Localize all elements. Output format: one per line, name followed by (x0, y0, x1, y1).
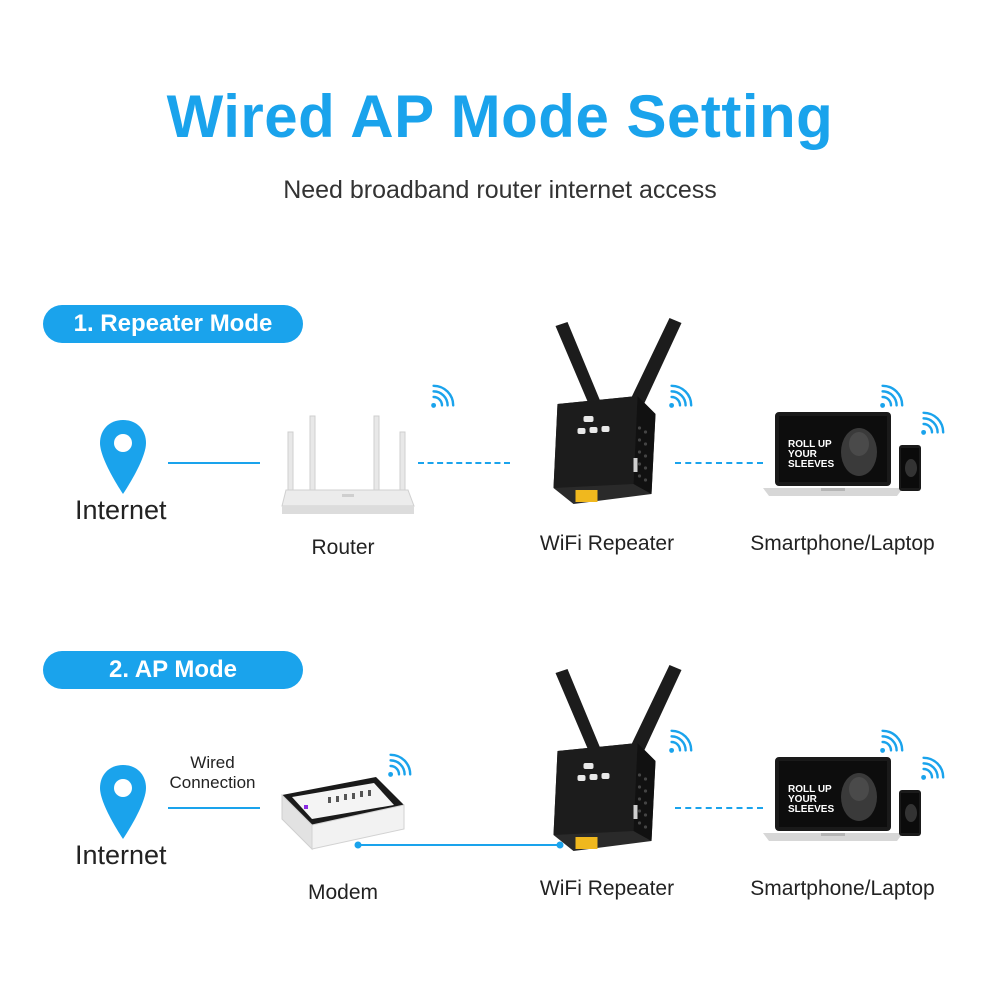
router-icon (281, 415, 415, 514)
wifi-signal-icon (666, 728, 694, 756)
wifi-signal-icon (428, 383, 456, 411)
smartphone-icon (897, 444, 923, 492)
client-label: Smartphone/Laptop (750, 877, 935, 900)
wifi-signal-icon (666, 383, 694, 411)
wifi-signal-icon (918, 755, 946, 783)
repeater-label: WiFi Repeater (539, 877, 675, 900)
modem-icon (281, 777, 405, 851)
smartphone-icon (897, 789, 923, 837)
wifi-repeater-icon (525, 318, 690, 518)
internet-router-link (168, 462, 260, 464)
location-pin-icon (98, 418, 148, 498)
ap-mode-pill: 2. AP Mode (43, 651, 303, 689)
repeater-client-link (675, 807, 763, 809)
internet-modem-link (168, 807, 260, 809)
internet-label: Internet (75, 495, 167, 525)
wifi-signal-icon (385, 752, 413, 780)
wifi-signal-icon (877, 383, 905, 411)
repeater-label: WiFi Repeater (539, 532, 675, 555)
page-subtitle: Need broadband router internet access (283, 176, 717, 204)
wifi-repeater-icon (525, 665, 690, 865)
router-repeater-link (418, 462, 510, 464)
wifi-signal-icon (877, 728, 905, 756)
repeater-mode-pill: 1. Repeater Mode (43, 305, 303, 343)
page-title: Wired AP Mode Setting (166, 83, 834, 150)
location-pin-icon (98, 763, 148, 843)
wifi-signal-icon (918, 410, 946, 438)
router-label: Router (311, 536, 375, 559)
ethernet-cable (354, 841, 564, 849)
modem-label: Modem (307, 881, 379, 904)
wired-connection-label: Wired Connection (169, 753, 256, 792)
client-label: Smartphone/Laptop (750, 532, 935, 555)
repeater-client-link (675, 462, 763, 464)
internet-label: Internet (75, 840, 167, 870)
